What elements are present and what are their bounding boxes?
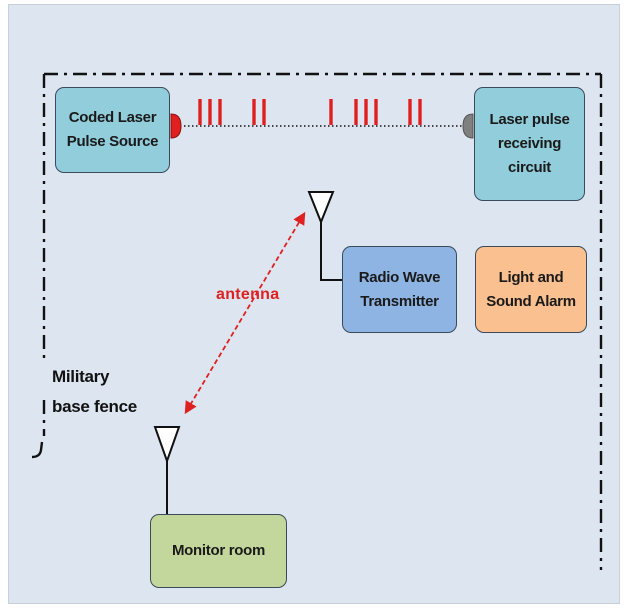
- fence-label: Military base fence: [52, 367, 137, 416]
- fence-boundary: [42, 72, 603, 570]
- transmitter-antenna-icon: [307, 191, 335, 225]
- alarm-label: Light and Sound Alarm: [486, 268, 576, 310]
- fence-end-hook: [31, 441, 44, 459]
- antenna-label: antenna: [216, 286, 280, 303]
- alarm-box: Light and Sound Alarm: [475, 246, 587, 333]
- coded-pulse-bars: [198, 99, 422, 125]
- radio-transmitter-box: Radio Wave Transmitter: [342, 246, 457, 333]
- laser-receiver-box: Laser pulse receiving circuit: [474, 87, 585, 201]
- monitor-antenna-icon: [153, 426, 181, 465]
- transmitter-antenna: [307, 191, 344, 281]
- laser-emitter-cap: [170, 113, 182, 139]
- coded-laser-source-box: Coded Laser Pulse Source: [55, 87, 170, 173]
- coded-laser-source-label: Coded Laser Pulse Source: [66, 109, 159, 150]
- radio-transmitter-label: Radio Wave Transmitter: [358, 268, 441, 310]
- monitor-room-box: Monitor room: [150, 514, 287, 588]
- radio-link-arrow: [184, 211, 306, 415]
- monitor-room-label: Monitor room: [171, 542, 266, 559]
- laser-receiver-label: Laser pulse receiving circuit: [489, 111, 570, 176]
- laser-receiver-cap: [462, 113, 474, 139]
- monitor-antenna: [153, 426, 181, 514]
